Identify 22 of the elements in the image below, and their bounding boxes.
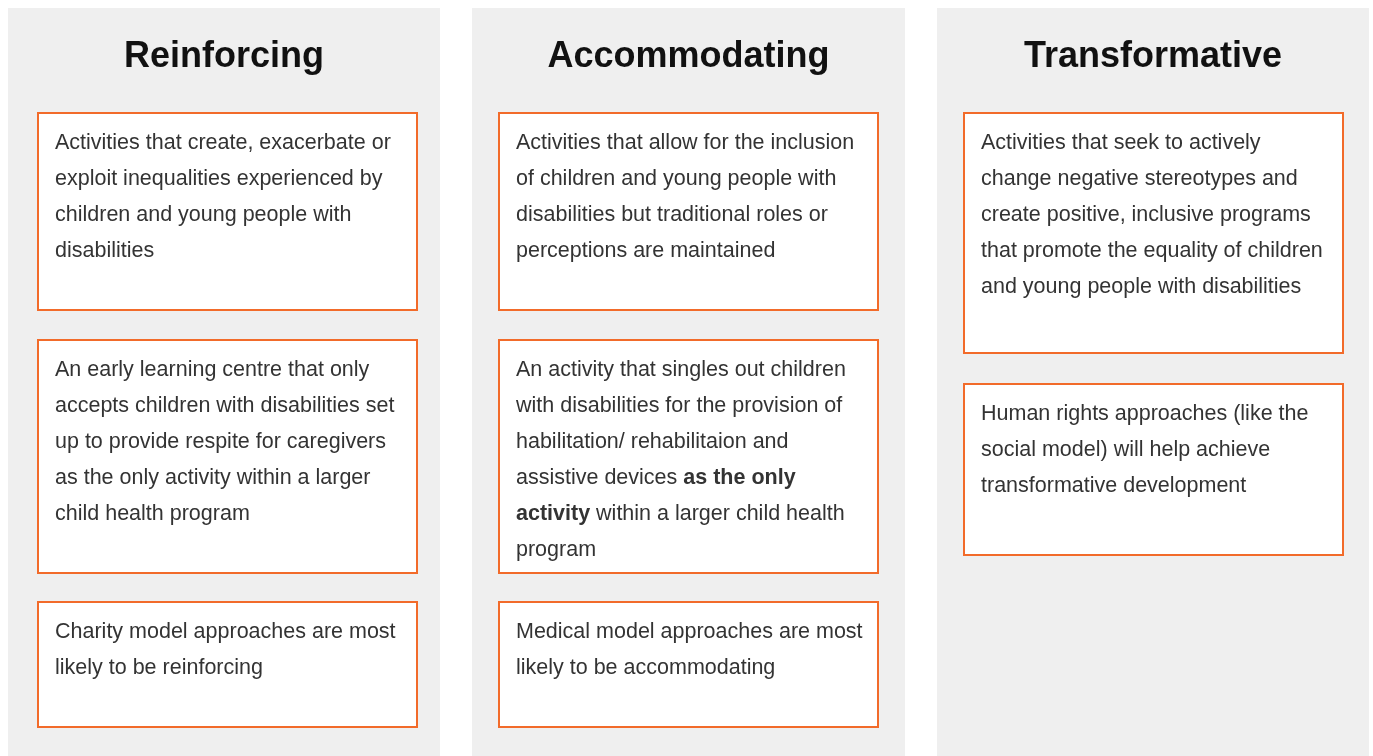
- text-card: [963, 112, 1344, 354]
- card-text: Human rights approaches (like the social model) will help achieve transformative development: [981, 400, 1310, 499]
- card-text: An activity that singles out children with disabilities for the provision of habilitation/ rehabilitaion and assistive devices as the only activity within a larger child health program: [516, 356, 847, 563]
- card-text: Charity model approaches are most likely to be reinforcing: [55, 618, 397, 681]
- text-card: [37, 601, 418, 728]
- column-panel: [937, 8, 1369, 756]
- column-heading: Reinforcing: [123, 34, 325, 76]
- column-heading: Transformative: [1022, 34, 1284, 76]
- column-panel: [8, 8, 440, 756]
- column-panel: [472, 8, 905, 756]
- text-card: [498, 339, 879, 574]
- card-text: Medical model approaches are most likely to be accommodating: [516, 618, 863, 681]
- text-card: [498, 601, 879, 728]
- card-text: Activities that create, exacerbate or exploit inequalities experienced by children and young people with disabilities: [55, 129, 392, 264]
- column-heading: Accommodating: [546, 34, 831, 76]
- text-card: [498, 112, 879, 311]
- card-text: Activities that seek to actively change negative stereotypes and create positive, inclusive programs that promote the equality of children and young people with disabilities: [981, 129, 1324, 300]
- card-text: An early learning centre that only accepts children with disabilities set up to provide respite for caregivers as the only activity within a larger child health program: [55, 356, 396, 527]
- text-card: [37, 112, 418, 311]
- text-card: [963, 383, 1344, 556]
- card-text: Activities that allow for the inclusion of children and young people with disabilities but traditional roles or perceptions are maintained: [516, 129, 856, 264]
- text-card: [37, 339, 418, 574]
